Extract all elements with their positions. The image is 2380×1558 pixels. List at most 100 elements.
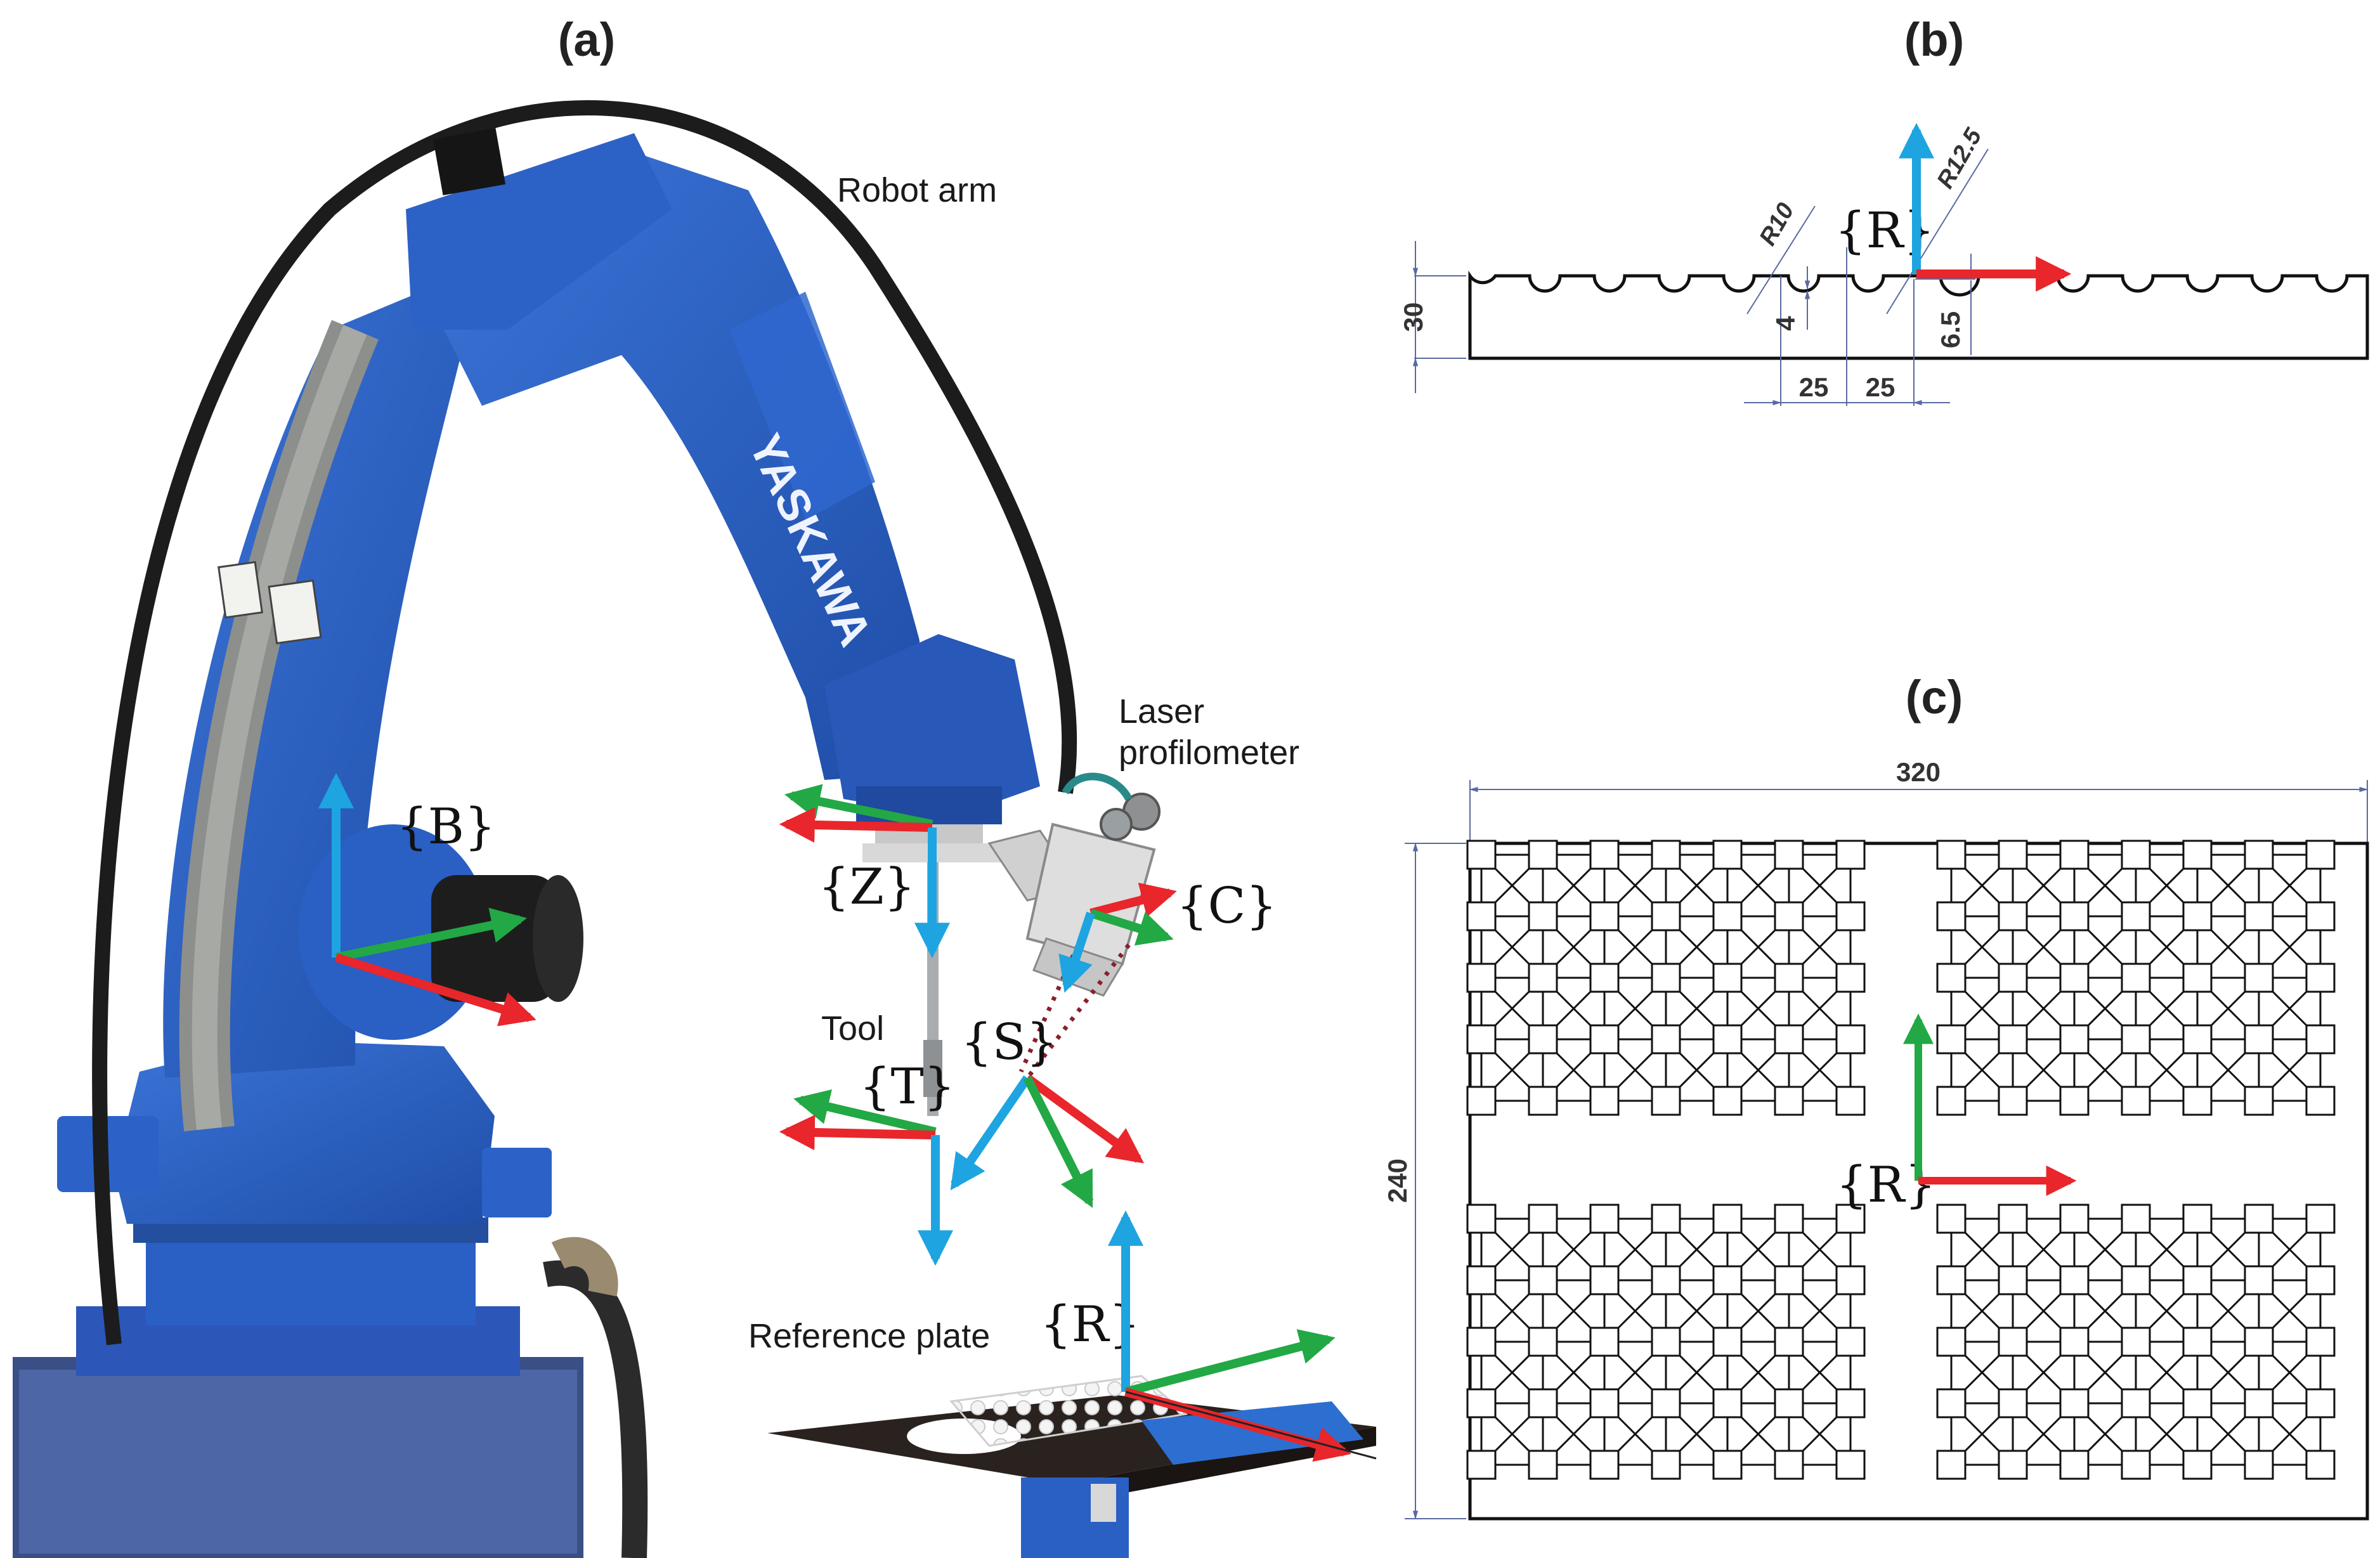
- lattice-square: [2182, 963, 2213, 993]
- lattice-line: [2087, 929, 2123, 965]
- lattice-square: [1589, 1086, 1620, 1116]
- lattice-square: [2182, 840, 2213, 870]
- lattice-square: [1528, 840, 1558, 870]
- lattice-square: [1466, 901, 1497, 932]
- lattice-square: [2059, 1265, 2090, 1295]
- lattice-line: [2026, 1293, 2062, 1329]
- lattice-square: [2059, 1388, 2090, 1418]
- lattice-line: [2272, 1354, 2308, 1391]
- lattice-square: [1998, 1086, 2028, 1116]
- lattice-square: [2305, 1450, 2336, 1480]
- robot-wrist: [824, 634, 1040, 862]
- lattice-square: [2059, 901, 2090, 932]
- lattice-square: [1528, 1388, 1558, 1418]
- lattice-square: [1774, 1265, 1804, 1295]
- lattice-square: [2121, 901, 2151, 932]
- frame-axes-b: [318, 772, 536, 1027]
- lattice-square: [1998, 963, 2028, 993]
- lattice-square: [2059, 963, 2090, 993]
- lattice-square: [2059, 840, 2090, 870]
- frame-c-axis-z: [1058, 911, 1095, 993]
- lattice-square: [1998, 1265, 2028, 1295]
- lattice-line: [2149, 1416, 2185, 1452]
- lattice-line: [1740, 1052, 1776, 1088]
- lattice-square: [1651, 901, 1681, 932]
- lattice-line: [1556, 990, 1592, 1027]
- lattice-line: [2272, 1231, 2308, 1268]
- lattice-square: [2305, 1024, 2336, 1055]
- lattice-square: [1835, 1086, 1866, 1116]
- lattice-square: [1936, 1388, 1967, 1418]
- lattice-square: [1466, 1024, 1497, 1055]
- lattice-square: [1936, 840, 1967, 870]
- frame-c-axis-x: [1089, 882, 1177, 918]
- lattice-line: [1964, 990, 2000, 1027]
- lattice-line: [1740, 1416, 1776, 1452]
- lattice-square: [1528, 1204, 1558, 1234]
- lattice-square: [1528, 1265, 1558, 1295]
- lattice-square: [2244, 1024, 2274, 1055]
- lattice-line: [2149, 990, 2185, 1027]
- reference-plate: [767, 1375, 1376, 1558]
- frame-axes-t: [779, 1089, 953, 1266]
- lattice-square: [1589, 1024, 1620, 1055]
- frame-axes-z: [779, 784, 950, 959]
- lattice-square: [1651, 1086, 1681, 1116]
- lattice-square: [1712, 1265, 1743, 1295]
- lattice-line: [1964, 1416, 2000, 1452]
- lattice-line: [1556, 867, 1592, 904]
- lattice-square: [1998, 1388, 2028, 1418]
- lattice-square: [1998, 1024, 2028, 1055]
- lattice-line: [2272, 990, 2308, 1027]
- lattice-line: [1556, 1354, 1592, 1391]
- dim-b-radius-large: R12.5: [1932, 124, 1987, 193]
- lattice-line: [1740, 1231, 1776, 1268]
- lattice-square: [2182, 1388, 2213, 1418]
- lattice-line: [2087, 1293, 2123, 1329]
- lattice-line: [1679, 1231, 1715, 1268]
- frame-label-s: {S}: [961, 1014, 1058, 1071]
- lattice-square: [2305, 1327, 2336, 1357]
- robot-lower-arm: [163, 266, 482, 1132]
- lattice-square: [1774, 1388, 1804, 1418]
- lattice-square: [1528, 901, 1558, 932]
- dim-b-pitch2: 25: [1866, 372, 1896, 402]
- lattice-line: [2149, 929, 2185, 965]
- lattice-line: [2026, 1052, 2062, 1088]
- lattice-square: [2059, 1450, 2090, 1480]
- lattice-square: [1835, 901, 1866, 932]
- lattice-square: [2121, 963, 2151, 993]
- lattice-square: [1936, 1450, 1967, 1480]
- lattice-line: [1494, 1354, 1530, 1391]
- lattice-line: [1617, 1293, 1653, 1329]
- lattice-square: [1712, 1086, 1743, 1116]
- lattice-square: [2121, 1327, 2151, 1357]
- lattice-line: [1679, 1354, 1715, 1391]
- plate-lattice-pattern: [1466, 840, 2336, 1480]
- frame-label-z: {Z}: [818, 859, 915, 916]
- lattice-line: [1617, 929, 1653, 965]
- lattice-line: [1964, 1293, 2000, 1329]
- lattice-square: [2121, 1024, 2151, 1055]
- lattice-square: [1651, 1024, 1681, 1055]
- lattice-square: [1589, 1327, 1620, 1357]
- lattice-line: [1556, 1052, 1592, 1088]
- lattice-square: [1528, 1086, 1558, 1116]
- lattice-square: [1835, 1024, 1866, 1055]
- lattice-square: [1774, 1450, 1804, 1480]
- lattice-square: [2305, 1204, 2336, 1234]
- lattice-square: [2305, 840, 2336, 870]
- lattice-line: [1556, 1293, 1592, 1329]
- lattice-square: [1712, 840, 1743, 870]
- lattice-line: [2272, 1293, 2308, 1329]
- lattice-line: [2272, 1052, 2308, 1088]
- lattice-square: [2244, 901, 2274, 932]
- lattice-square: [1712, 901, 1743, 932]
- lattice-line: [1556, 929, 1592, 965]
- lattice-square: [1774, 840, 1804, 870]
- lattice-square: [1712, 1327, 1743, 1357]
- lattice-square: [1466, 1327, 1497, 1357]
- lattice-line: [1740, 1354, 1776, 1391]
- lattice-line: [2149, 867, 2185, 904]
